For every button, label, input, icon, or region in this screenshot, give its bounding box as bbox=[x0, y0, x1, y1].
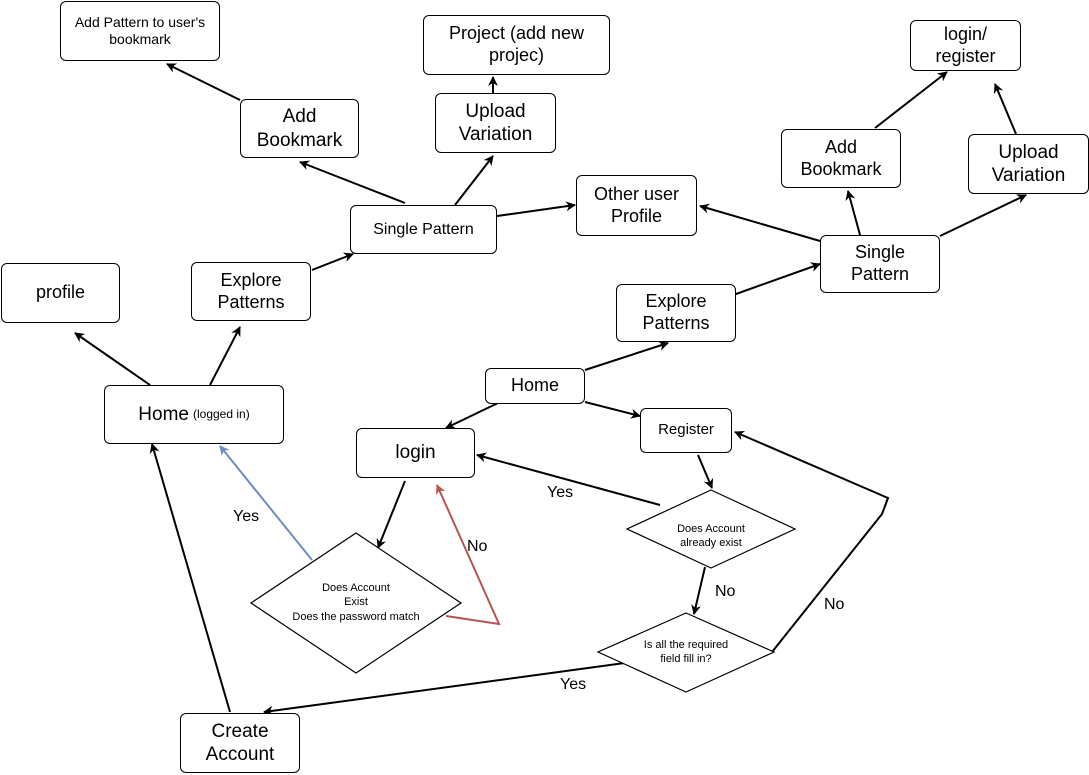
decision-line: already exist bbox=[680, 537, 742, 550]
edge-create-account-to-home bbox=[149, 443, 231, 713]
edge-label-no-login: No bbox=[467, 538, 488, 555]
node-other-user-profile: Other user Profile bbox=[576, 175, 697, 236]
edge-home-logged-in-to-profile bbox=[74, 332, 151, 386]
edge-decision-yes-to-home bbox=[219, 445, 313, 561]
node-login: login bbox=[356, 428, 475, 478]
edge-upload-variation-right-to-login-register bbox=[993, 83, 1017, 135]
decision-required-fields-text: Is all the required field fill in? bbox=[616, 638, 756, 667]
node-project-add: Project (add new projec) bbox=[423, 15, 610, 75]
edge-home-logged-in-to-explore bbox=[209, 326, 241, 386]
decision-line: Does Account bbox=[322, 582, 390, 594]
node-login-register: login/ register bbox=[910, 20, 1021, 71]
node-label: Upload Variation bbox=[991, 141, 1066, 186]
node-explore-patterns-right: Explore Patterns bbox=[616, 284, 736, 342]
node-create-account: Create Account bbox=[180, 713, 300, 773]
node-label: Create Account bbox=[205, 720, 275, 765]
node-single-pattern-right: Single Pattern bbox=[820, 235, 940, 293]
node-label: Add Bookmark bbox=[256, 106, 343, 151]
edge-single-pattern-right-to-upload-variation bbox=[939, 194, 1027, 237]
node-label: profile bbox=[35, 282, 86, 303]
decision-required-fields-shape bbox=[596, 612, 776, 693]
node-register: Register bbox=[640, 408, 732, 453]
node-label: Home bbox=[510, 375, 559, 396]
edge-label-no-required: No bbox=[715, 583, 736, 600]
node-upload-variation-right: Upload Variation bbox=[968, 134, 1089, 194]
edge-single-pattern-right-to-add-bookmark bbox=[845, 190, 861, 236]
node-label: Single Pattern bbox=[850, 242, 910, 284]
edge-decision-no-to-login bbox=[436, 484, 501, 626]
decision-account-password-text: Does Account Exist Does the password mat… bbox=[266, 581, 446, 624]
node-label: Explore Patterns bbox=[217, 269, 285, 312]
node-add-bookmark-right: Add Bookmark bbox=[781, 129, 901, 188]
edge-required-no-to-register bbox=[734, 430, 890, 653]
node-label: Single Pattern bbox=[373, 220, 474, 238]
edge-label-no-register: No bbox=[824, 596, 845, 613]
decision-line: Exist bbox=[344, 596, 368, 609]
edge-label-yes-login: Yes bbox=[547, 484, 574, 501]
edge-register-to-decision bbox=[697, 454, 714, 489]
node-home-logged-in: Home(logged in) bbox=[104, 385, 284, 444]
node-label: login/ register bbox=[935, 23, 996, 66]
edge-home-to-login bbox=[445, 402, 499, 429]
node-label: Project (add new projec) bbox=[448, 23, 585, 65]
node-label: Home bbox=[138, 403, 189, 425]
edge-home-to-explore bbox=[584, 341, 669, 371]
edge-add-bookmark-to-add-pattern bbox=[166, 63, 241, 101]
node-label: Other user Profile bbox=[593, 183, 680, 226]
node-explore-patterns-left: Explore Patterns bbox=[191, 262, 311, 321]
node-label: Add Bookmark bbox=[800, 136, 882, 179]
decision-account-password-shape bbox=[249, 532, 463, 674]
edge-decision-yes-to-login bbox=[476, 452, 661, 506]
node-label: login bbox=[395, 442, 436, 464]
decision-line: Is all the required bbox=[643, 639, 729, 651]
node-label: Add Pattern to user's bookmark bbox=[74, 13, 206, 47]
decision-line: Does the password match bbox=[292, 610, 420, 623]
edge-decision-no-to-required bbox=[691, 566, 706, 615]
node-add-pattern-bookmark: Add Pattern to user's bookmark bbox=[60, 1, 220, 61]
edge-required-yes-to-create bbox=[263, 661, 633, 716]
edge-explore-to-single-pattern bbox=[311, 252, 354, 271]
node-note: (logged in) bbox=[192, 407, 250, 422]
node-upload-variation-left: Upload Variation bbox=[435, 93, 556, 153]
decision-line: field fill in? bbox=[660, 653, 712, 666]
edge-label-yes-create: Yes bbox=[560, 676, 587, 693]
edge-explore-right-to-single-pattern bbox=[735, 262, 821, 295]
node-add-bookmark-left: Add Bookmark bbox=[240, 99, 359, 158]
edge-login-to-decision bbox=[376, 480, 406, 549]
edge-single-pattern-to-add-bookmark bbox=[299, 160, 406, 204]
decision-account-exists-text: Does Account already exist bbox=[646, 522, 776, 551]
node-home: Home bbox=[485, 368, 585, 404]
node-label: Explore Patterns bbox=[642, 291, 710, 333]
edge-single-pattern-right-to-other-profile bbox=[699, 203, 821, 242]
edge-single-pattern-to-upload-variation bbox=[454, 155, 494, 206]
edge-add-bookmark-right-to-login-register bbox=[874, 71, 948, 129]
node-label: Upload Variation bbox=[458, 100, 533, 145]
edge-label-yes-home: Yes bbox=[233, 508, 260, 525]
node-single-pattern-left: Single Pattern bbox=[350, 205, 497, 254]
decision-account-exists-shape bbox=[625, 489, 797, 569]
edge-home-to-register bbox=[584, 401, 641, 419]
edge-single-pattern-to-other-profile bbox=[496, 201, 576, 217]
node-label: Register bbox=[658, 421, 714, 439]
decision-line: Does Account bbox=[677, 523, 745, 535]
node-profile: profile bbox=[1, 263, 120, 323]
